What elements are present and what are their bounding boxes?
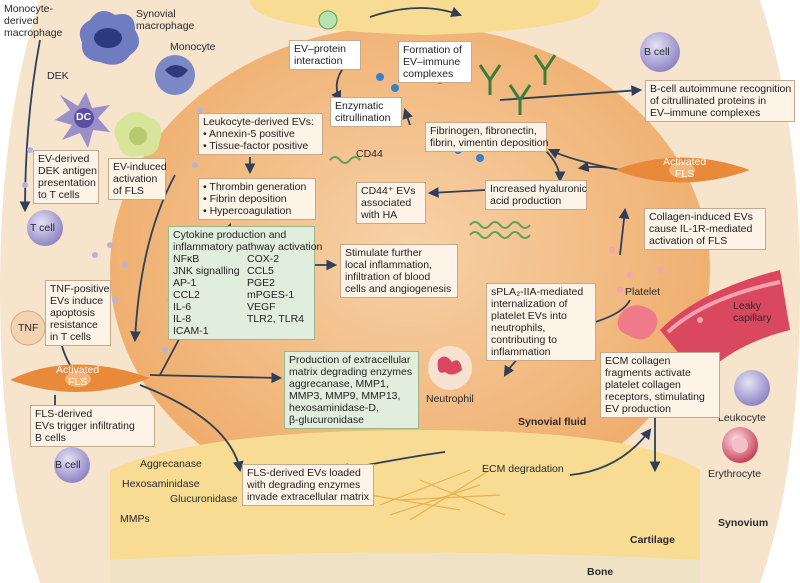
label-synovium: Synovium: [718, 517, 769, 529]
label-activated-fls-right: Activated FLS: [663, 156, 707, 180]
box-increased-hyaluronic-acid: Increased hyaluronic acid production: [485, 180, 587, 210]
box-ecm-collagen-fragments: ECM collagen fragments activate platelet…: [600, 352, 720, 418]
box-fibrinogen-deposition: Fibrinogen, fibronectin, fibrin, vimenti…: [425, 122, 548, 152]
box-spla2-internalization: sPLA₂-IIA-mediated internalization of pl…: [486, 283, 596, 361]
label-mmps: MMPs: [120, 513, 150, 525]
label-dek: DEK: [47, 70, 69, 82]
box-ev-derived-dek: EV-derived DEK antigen presentation to T…: [33, 150, 99, 204]
label-erythrocyte: Erythrocyte: [708, 468, 762, 480]
box-ev-induced-fls: EV-induced activation of FLS: [108, 158, 167, 200]
box-collagen-induced-evs: Collagen-induced EVs cause IL-1R-mediate…: [644, 208, 766, 250]
label-b-cell-left: B cell: [55, 459, 81, 471]
label-monocyte: Monocyte: [170, 41, 216, 53]
box-bcell-autoimmune-recognition: B-cell autoimmune recognition of citrull…: [645, 80, 795, 122]
box-enzymatic-citrullination: Enzymatic citrullination: [330, 97, 402, 127]
label-glucuronidase: Glucuronidase: [170, 493, 238, 505]
label-t-cell: T cell: [30, 222, 55, 234]
box-tnf-positive-evs: TNF-positive EVs induce apoptosis resist…: [45, 280, 111, 346]
box-fls-evs-degrading-enzymes: FLS-derived EVs loaded with degrading en…: [242, 464, 374, 506]
box-leukocyte-derived-evs: Leukocyte-derived EVs: • Annexin-5 posit…: [198, 113, 323, 155]
box-formation-ev-immune: Formation of EV–immune complexes: [398, 41, 472, 83]
box-cytokine-production: Cytokine production and inflammatory pat…: [168, 226, 322, 340]
label-synovial-macrophage: Synovial macrophage: [136, 8, 195, 32]
bone-region: [110, 552, 700, 583]
label-bone: Bone: [587, 566, 614, 578]
collagen-fibers: [369, 469, 506, 521]
label-monocyte-derived-macrophage: Monocyte- derived macrophage: [4, 3, 63, 39]
box-fls-derived-evs-bcells: FLS-derived EVs trigger infiltrating B c…: [30, 405, 155, 447]
leukocyte-cell: [734, 370, 770, 406]
label-cartilage: Cartilage: [630, 534, 675, 546]
monocyte-cell: [155, 55, 195, 95]
macrophage-cell: [79, 11, 139, 65]
label-activated-fls-left: Activated FLS: [56, 364, 100, 388]
synovial-macrophage-cell: [114, 111, 162, 157]
box-thrombin-generation: • Thrombin generation • Fibrin depositio…: [198, 178, 316, 220]
label-aggrecanase: Aggrecanase: [140, 458, 202, 470]
cytokine-list-right: COX-2 CCL5 PGE2 mPGES-1 VEGF TLR2, TLR4: [247, 253, 304, 325]
label-ecm-degradation: ECM degradation: [482, 463, 564, 475]
t-cell: [27, 210, 63, 246]
b-cell-right: [640, 32, 680, 72]
label-leaky-capillary: Leaky capillary: [733, 300, 772, 324]
label-neutrophil: Neutrophil: [426, 393, 474, 405]
platelet-cell: [617, 305, 658, 340]
box-cd44-evs: CD44⁺ EVs associated with HA: [356, 182, 426, 224]
label-synovial-fluid: Synovial fluid: [518, 416, 587, 428]
label-platelet: Platelet: [625, 286, 661, 298]
label-b-cell-right: B cell: [644, 46, 670, 58]
label-cd44: CD44: [356, 148, 383, 160]
cytokine-list-left: NFκB JNK signalling AP-1 CCL2 IL-6 IL-8 …: [173, 253, 240, 337]
antibodies: [478, 54, 557, 115]
label-leukocyte: Leukocyte: [718, 412, 766, 424]
box-ev-protein-interaction: EV–protein interaction: [289, 40, 361, 70]
box-stimulate-inflammation: Stimulate further local inflammation, in…: [340, 244, 458, 298]
b-cell-left: [54, 447, 90, 483]
label-dc: DC: [76, 111, 92, 123]
label-tnf: TNF: [18, 322, 39, 334]
dendritic-cell: [55, 92, 110, 148]
neutrophil-cell: [428, 346, 472, 390]
label-hexosaminidase: Hexosaminidase: [122, 478, 200, 490]
box-production-ecm-enzymes: Production of extracellular matrix degra…: [284, 351, 419, 429]
